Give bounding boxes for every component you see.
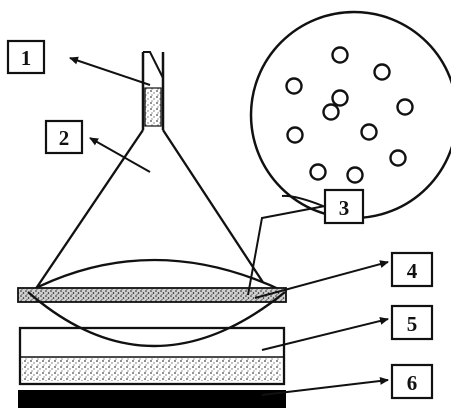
label-2: 2	[44, 119, 84, 155]
label-4: 4	[390, 251, 434, 288]
filter-plate	[17, 287, 287, 303]
funnel	[34, 51, 269, 291]
label-2-text: 2	[59, 126, 70, 150]
label-1-text: 1	[21, 46, 32, 70]
support-block	[18, 326, 286, 386]
label-5-text: 5	[407, 312, 418, 336]
label-1: 1	[6, 39, 46, 75]
label-6-text: 6	[407, 371, 418, 395]
label-3-text: 3	[339, 196, 350, 220]
label-3: 3	[323, 188, 365, 225]
pore-circles	[285, 46, 414, 184]
label-4-text: 4	[407, 259, 418, 283]
leader-lines	[69, 56, 389, 396]
magnified-detail-circle	[249, 10, 451, 220]
lens-lower-edge	[27, 291, 286, 348]
label-6: 6	[390, 363, 434, 400]
label-5: 5	[390, 304, 434, 341]
stem-packing	[144, 87, 162, 127]
base-plate	[18, 390, 286, 408]
